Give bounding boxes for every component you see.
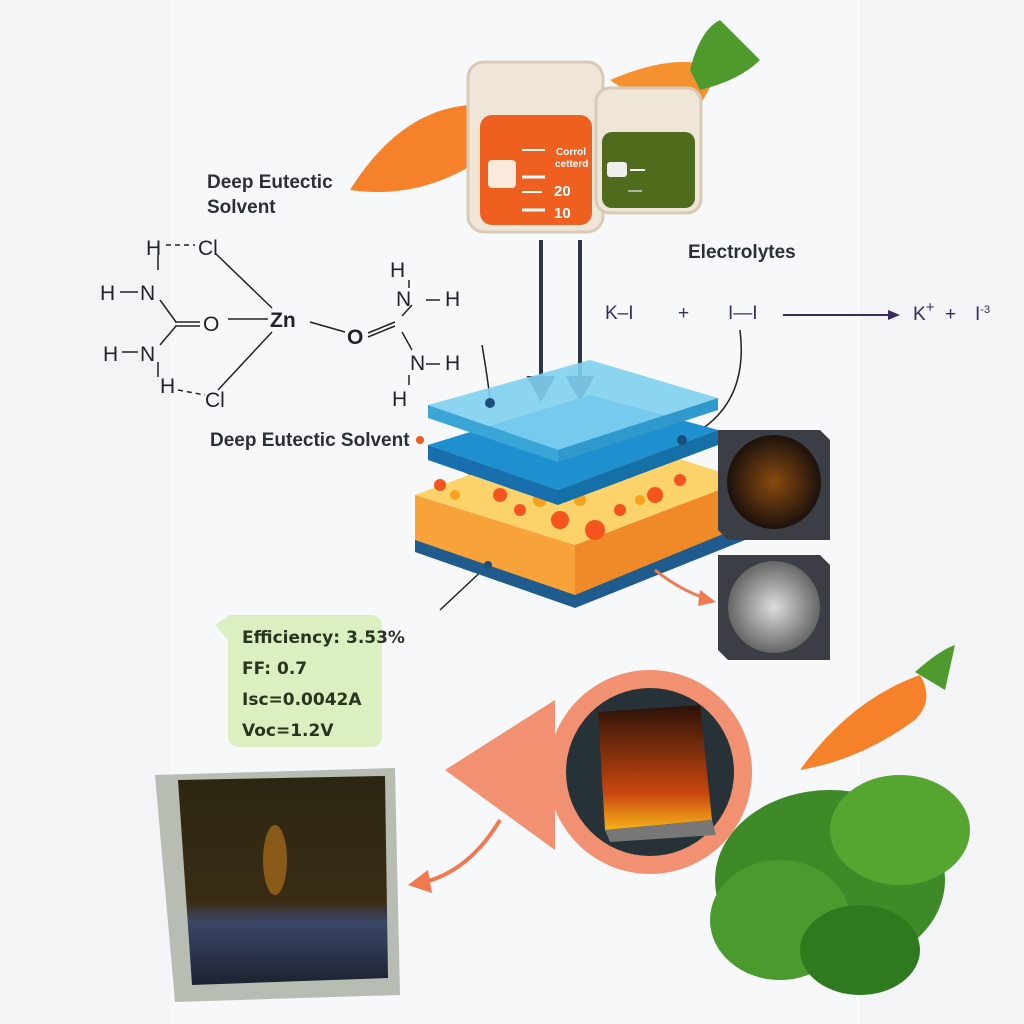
short-circuit-current-value: Isc=0.0042A: [242, 690, 362, 710]
molecule-caption: Deep Eutectic Solvent: [210, 430, 410, 451]
beaker-label: Corrol: [556, 147, 586, 158]
beaker-orange: Corrol cetterd 20 10: [466, 60, 605, 234]
atom-label: N: [410, 352, 425, 375]
performance-metrics-box: Efficiency: 3.53% FF: 0.7 Isc=0.0042A Vo…: [215, 615, 405, 747]
atom-label: O: [347, 326, 363, 349]
atom-label: H: [103, 343, 118, 366]
atom-label: H: [390, 259, 405, 282]
atom-label: N: [396, 288, 411, 311]
plus-sign: +: [678, 303, 689, 324]
micrograph-sem: [718, 555, 830, 660]
device-photo: [155, 768, 400, 1002]
atom-label: H: [160, 375, 175, 398]
reaction-arrowhead: [888, 310, 900, 320]
arrowhead: [698, 590, 716, 606]
fill-factor-value: FF: 0.7: [242, 659, 307, 679]
arrowhead: [408, 870, 432, 893]
atom-label: Cl: [198, 237, 218, 260]
beaker-mark-20: 20: [554, 183, 571, 200]
open-circuit-voltage-value: Voc=1.2V: [242, 721, 334, 741]
atom-label: O: [203, 313, 219, 336]
solar-cell-layers: [415, 360, 745, 608]
efficiency-value: Efficiency: 3.53%: [242, 628, 405, 648]
zinc-complex-structure: [120, 244, 440, 396]
atom-label: Cl: [205, 389, 225, 412]
atom-label: N: [140, 282, 155, 305]
beaker-green: [594, 86, 703, 215]
reactant-i2: I—I: [728, 303, 758, 324]
product-i-charge: -3: [980, 304, 990, 316]
atom-label: H: [445, 352, 460, 375]
micrograph-dark: [718, 430, 830, 540]
diagram-title: Deep Eutectic Solvent: [207, 172, 333, 218]
arrow-to-device-photo: [424, 818, 502, 884]
carrot-with-greens: [710, 645, 970, 995]
beaker-label: cetterd: [555, 159, 588, 170]
plus-sign: +: [945, 304, 956, 325]
product-k: K+: [913, 299, 935, 325]
product-k-charge: +: [926, 299, 935, 316]
electrolytes-title: Electrolytes: [688, 242, 796, 263]
product-k-symbol: K: [913, 304, 926, 325]
atom-label: H: [146, 237, 161, 260]
product-i-symbol: I: [975, 304, 980, 325]
beaker-mark-10: 10: [554, 205, 571, 222]
product-i3: I-3: [975, 304, 990, 325]
reactant-ki: K–I: [605, 303, 634, 324]
atom-label: H: [100, 282, 115, 305]
atom-label: H: [445, 288, 460, 311]
electrolyte-equation: K–I + I—I K+ + I-3: [605, 299, 990, 325]
molecule-atoms: H Cl H N O Zn O H N H N H H N H Cl H: [100, 237, 460, 412]
atom-label: Zn: [270, 309, 296, 332]
device-callout: [445, 670, 752, 874]
atom-label: H: [392, 388, 407, 411]
atom-label: N: [140, 343, 155, 366]
